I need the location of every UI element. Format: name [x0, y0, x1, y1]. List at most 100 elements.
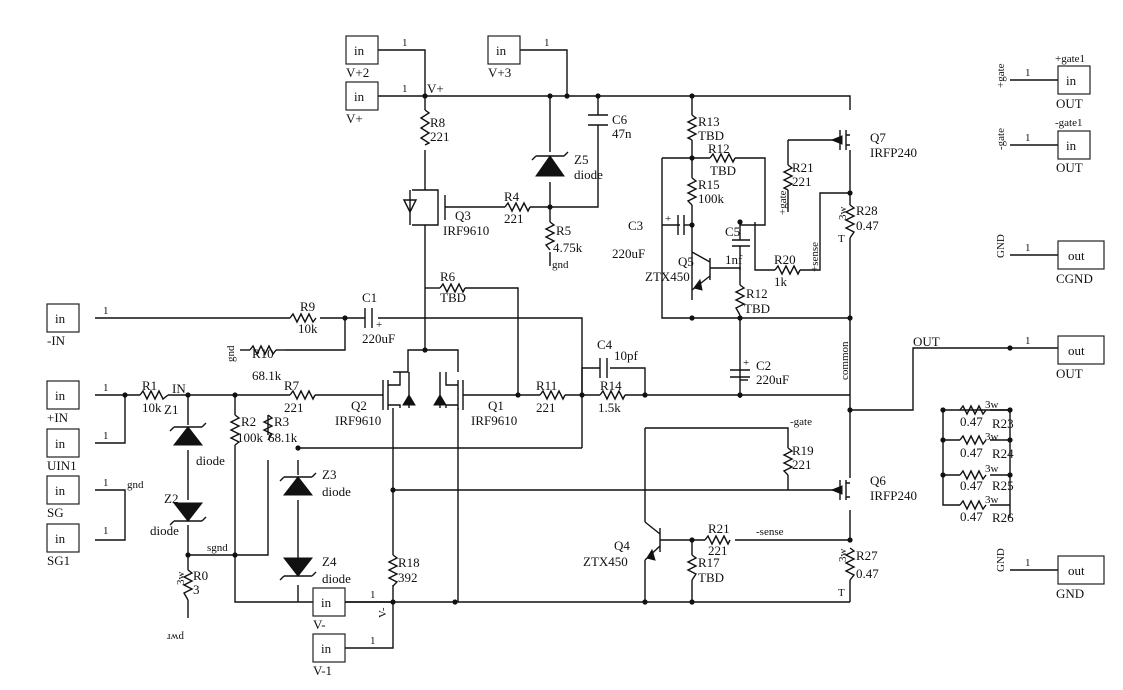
svg-text:Z5: Z5: [574, 152, 588, 167]
resistor-labels-extra: R12 TBD R21 221 R17 TBD: [698, 286, 770, 585]
transistor-q5: Q5 ZTX450: [645, 251, 711, 291]
svg-text:392: 392: [398, 570, 418, 585]
svg-text:221: 221: [792, 457, 812, 472]
svg-text:221: 221: [792, 174, 812, 189]
svg-text:IRFP240: IRFP240: [870, 145, 917, 160]
svg-text:Q6: Q6: [870, 473, 886, 488]
svg-text:-gate1: -gate1: [1055, 117, 1082, 129]
svg-text:R0: R0: [193, 568, 208, 583]
svg-text:T: T: [838, 587, 845, 599]
port-out: out 1 OUT OUT: [913, 334, 1105, 381]
svg-text:diode: diode: [196, 453, 225, 468]
resistor-r12: R11 R12: [734, 284, 746, 316]
resistor-r17: [686, 554, 698, 581]
svg-text:out: out: [1068, 563, 1085, 578]
capacitor-c5: C5 1nf: [725, 224, 750, 270]
resistor-r0: R0 3 3w pwr: [167, 568, 209, 643]
svg-text:T: T: [838, 233, 845, 245]
resistor-r1: R1 10k: [139, 378, 169, 415]
svg-text:IRF9610: IRF9610: [335, 413, 381, 428]
port-v-plus: in 1 V+: [345, 81, 408, 126]
svg-text:V+2: V+2: [346, 65, 369, 80]
svg-text:10pf: 10pf: [614, 348, 639, 363]
port-gnd: out 1 GND GND: [995, 548, 1105, 601]
svg-text:in: in: [496, 43, 507, 58]
svg-text:10k: 10k: [142, 400, 162, 415]
resistor-r2: R2 100k: [229, 414, 264, 446]
svg-text:0.47: 0.47: [960, 445, 983, 460]
svg-text:1: 1: [103, 477, 109, 489]
svg-text:R5: R5: [556, 223, 571, 238]
svg-text:221: 221: [708, 543, 728, 558]
svg-text:220uF: 220uF: [756, 372, 789, 387]
svg-text:221: 221: [284, 400, 304, 415]
svg-text:3w: 3w: [837, 207, 849, 221]
svg-text:OUT: OUT: [1056, 366, 1083, 381]
svg-text:V+3: V+3: [488, 65, 511, 80]
transistor-q2: Q2 IRF9610: [335, 372, 416, 428]
resistor-r20: R20 1k: [774, 252, 801, 289]
svg-text:V+: V+: [427, 81, 444, 96]
svg-text:1.5k: 1.5k: [598, 400, 621, 415]
port-uin1: in 1 UIN1: [46, 428, 109, 473]
svg-text:3w: 3w: [175, 572, 187, 586]
svg-text:+: +: [376, 319, 382, 331]
svg-text:SG: SG: [47, 505, 64, 520]
svg-text:R20: R20: [774, 252, 796, 267]
svg-text:1: 1: [103, 525, 109, 537]
svg-text:Q3: Q3: [455, 208, 471, 223]
svg-text:68.1k: 68.1k: [268, 430, 298, 445]
svg-text:R8: R8: [430, 115, 445, 130]
transistor-q6: Q6 IRFP240: [830, 473, 917, 503]
svg-text:R9: R9: [300, 299, 315, 314]
svg-text:R1: R1: [142, 378, 157, 393]
svg-text:R27: R27: [856, 548, 878, 563]
resistor-r24: R24 0.47 3w: [959, 431, 1014, 461]
svg-text:R17: R17: [698, 555, 720, 570]
svg-text:R12: R12: [746, 286, 768, 301]
svg-text:0.47: 0.47: [856, 218, 879, 233]
svg-text:TBD: TBD: [698, 570, 724, 585]
svg-text:1: 1: [1025, 335, 1031, 347]
svg-text:+gate: +gate: [777, 190, 789, 215]
svg-text:Q7: Q7: [870, 130, 886, 145]
svg-text:common: common: [839, 341, 851, 380]
svg-text:+gate1: +gate1: [1055, 53, 1085, 65]
svg-text:1: 1: [370, 635, 376, 647]
svg-text:R26: R26: [992, 510, 1014, 525]
svg-text:R28: R28: [856, 203, 878, 218]
svg-text:IN: IN: [172, 381, 186, 396]
svg-text:1: 1: [1025, 67, 1031, 79]
svg-text:1: 1: [402, 83, 408, 95]
svg-text:R11: R11: [536, 378, 557, 393]
svg-text:Z4: Z4: [322, 554, 337, 569]
port-gate1-plus: in 1 +gate1 OUT +gate: [995, 53, 1091, 111]
svg-text:GND: GND: [995, 548, 1007, 572]
diode-z3: Z3 diode: [279, 467, 351, 499]
svg-text:IRFP240: IRFP240: [870, 488, 917, 503]
svg-text:Z3: Z3: [322, 467, 336, 482]
svg-text:R12: R12: [708, 141, 730, 156]
transistor-q7: Q7 IRFP240: [830, 130, 917, 160]
resistor-r3: R3 68.1k: [262, 414, 298, 445]
svg-text:in: in: [321, 595, 332, 610]
diode-z4: Z4 diode: [279, 554, 351, 586]
svg-text:R6: R6: [440, 269, 456, 284]
port-plus-in: in 1 +IN: [46, 380, 109, 425]
svg-text:-sense: -sense: [756, 526, 784, 538]
resistor-r27: R27 0.47 3w: [837, 547, 879, 581]
svg-text:diode: diode: [322, 571, 351, 586]
svg-text:TBD: TBD: [710, 163, 736, 178]
svg-text:V-: V-: [313, 617, 326, 632]
resistor-r22: R21 221: [782, 160, 814, 191]
svg-text:gnd: gnd: [552, 259, 569, 271]
svg-text:R23: R23: [992, 416, 1014, 431]
transistor-q4: Q4 ZTX450: [583, 521, 661, 569]
svg-text:gnd: gnd: [225, 345, 237, 362]
svg-text:in: in: [55, 311, 66, 326]
svg-text:+gate: +gate: [995, 63, 1007, 88]
svg-text:diode: diode: [322, 484, 351, 499]
svg-text:in: in: [55, 388, 66, 403]
diode-z2: Z2 diode: [150, 491, 207, 538]
svg-text:Q1: Q1: [488, 398, 504, 413]
